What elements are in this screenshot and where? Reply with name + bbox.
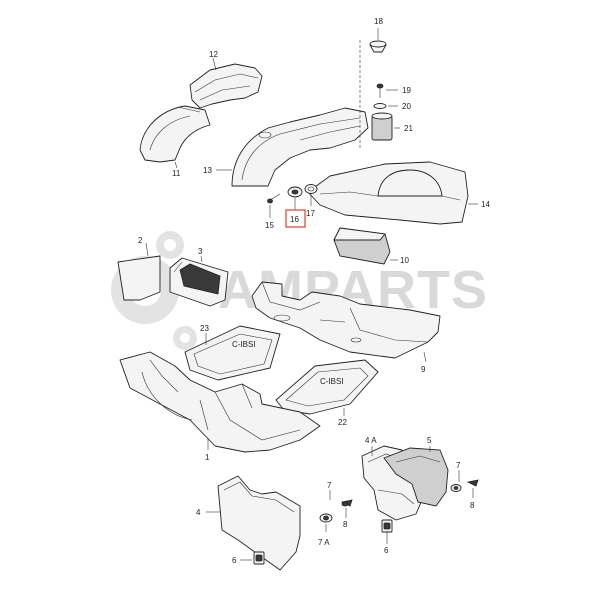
label-2: 2: [138, 236, 143, 245]
label-17: 17: [306, 209, 315, 218]
label-10: 10: [400, 256, 409, 265]
part-6-clip-left: [240, 551, 265, 565]
part-22-floor-mat-right: C-IBSI: [275, 359, 379, 416]
part-14-luggage-carpet: [307, 161, 478, 225]
label-14: 14: [481, 200, 490, 209]
part-4-side-panel: [206, 475, 301, 571]
part-7a-clip-center: [319, 513, 333, 532]
label-4: 4: [196, 508, 201, 517]
label-21: 21: [404, 124, 413, 133]
label-7-center: 7: [327, 481, 332, 490]
part-13-rear-wheel-liner: [216, 107, 369, 187]
label-19: 19: [402, 86, 411, 95]
label-7a: 7 A: [318, 538, 330, 547]
label-7-right: 7: [456, 461, 461, 470]
label-13: 13: [203, 166, 212, 175]
part-20-washer: [373, 103, 398, 109]
highlight-box: [285, 209, 306, 228]
label-15: 15: [265, 221, 274, 230]
part-12-wheel-arch-liner: [189, 57, 263, 109]
part-17-grommet: [304, 184, 318, 206]
mat-logo-right: C-IBSI: [320, 377, 344, 386]
part-5-felt-insulation: [383, 446, 449, 507]
part-8-screw-right: [466, 479, 479, 498]
mat-logo-left: C-IBSI: [232, 340, 256, 349]
part-2-panel: [117, 242, 161, 301]
label-6-right: 6: [384, 546, 389, 555]
part-11-wheel-housing: [139, 105, 211, 169]
part-19-screw: [376, 83, 398, 98]
label-9: 9: [421, 365, 426, 374]
part-16-grommet: [287, 186, 303, 210]
label-23: 23: [200, 324, 209, 333]
label-6-left: 6: [232, 556, 237, 565]
part-3-frame: [169, 255, 229, 307]
label-5: 5: [427, 436, 432, 445]
part-23-floor-mat-left: C-IBSI: [184, 325, 281, 381]
part-15-screw: [267, 193, 281, 218]
part-4a-side-panel: [361, 445, 423, 521]
label-12: 12: [209, 50, 218, 59]
label-22: 22: [338, 418, 347, 427]
part-6-clip-right: [381, 519, 393, 544]
label-3: 3: [198, 247, 203, 256]
part-7-fastener-right: [450, 470, 462, 492]
part-9-front-carpet: [251, 281, 441, 363]
part-18-plug: [359, 28, 387, 150]
label-11: 11: [172, 169, 181, 178]
part-1-floor-carpet: [119, 351, 321, 453]
label-18: 18: [374, 17, 383, 26]
label-1: 1: [205, 453, 210, 462]
label-20: 20: [402, 102, 411, 111]
part-10-felt-pad: [333, 227, 398, 265]
label-8-center: 8: [343, 520, 348, 529]
label-8-right: 8: [470, 501, 475, 510]
part-21-sound-pad: [371, 112, 400, 141]
label-16: 16: [290, 215, 299, 224]
part-7-fastener-center: [329, 490, 353, 507]
part-8-screw-center: [341, 501, 349, 518]
label-4a: 4 A: [365, 436, 377, 445]
